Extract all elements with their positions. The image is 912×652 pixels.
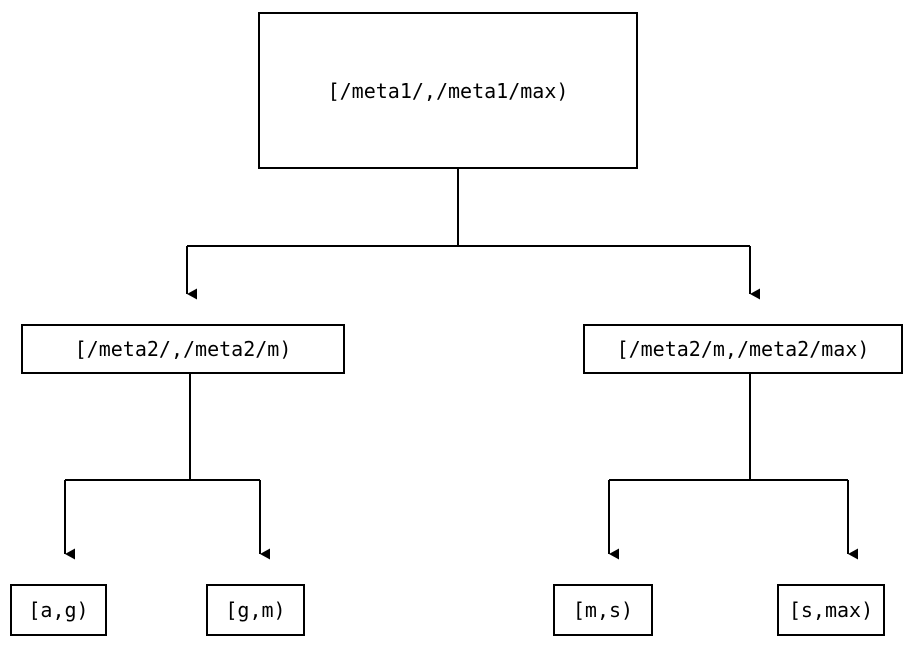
tree-node-root[interactable]: [/meta1/,/meta1/max) (258, 12, 638, 169)
tree-node-root-label: [/meta1/,/meta1/max) (327, 78, 569, 103)
tree-node-level2-right-label: [/meta2/m,/meta2/max) (616, 337, 870, 361)
tree-node-leaf-4[interactable]: [s,max) (777, 584, 885, 636)
tree-node-leaf-2[interactable]: [g,m) (206, 584, 305, 636)
tree-node-level2-right[interactable]: [/meta2/m,/meta2/max) (583, 324, 903, 374)
tree-node-level2-left[interactable]: [/meta2/,/meta2/m) (21, 324, 345, 374)
edge-root-to-level2 (186, 169, 760, 300)
edge-level2-left-to-leaves (64, 374, 270, 560)
tree-node-level2-left-label: [/meta2/,/meta2/m) (74, 337, 292, 361)
tree-node-leaf-2-label: [g,m) (225, 598, 286, 622)
tree-node-leaf-4-label: [s,max) (788, 598, 874, 622)
tree-node-leaf-1[interactable]: [a,g) (10, 584, 107, 636)
tree-node-leaf-3[interactable]: [m,s) (553, 584, 653, 636)
tree-node-leaf-3-label: [m,s) (572, 598, 634, 622)
tree-node-leaf-1-label: [a,g) (28, 598, 89, 622)
edge-level2-right-to-leaves (608, 374, 858, 560)
